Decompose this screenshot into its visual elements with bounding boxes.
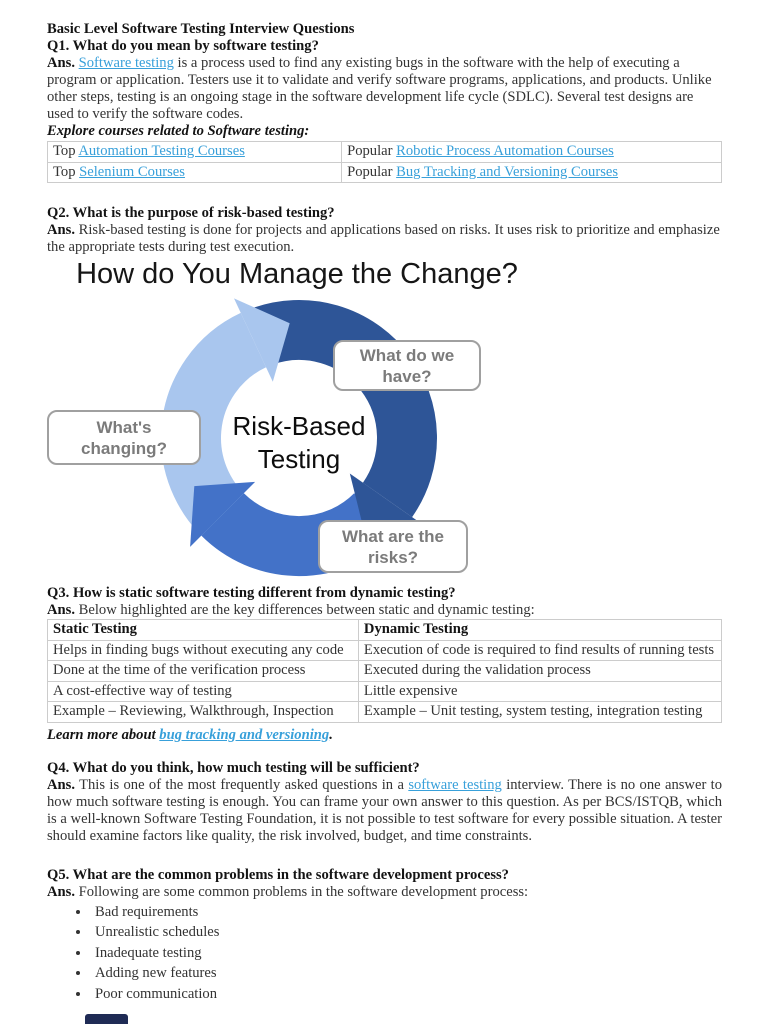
course-prefix: Top <box>53 143 79 159</box>
rpa-courses-link[interactable]: Robotic Process Automation Courses <box>396 143 614 159</box>
q4-answer-text-1: This is one of the most frequently asked… <box>74 776 409 793</box>
courses-table: Top Automation Testing Courses Popular R… <box>46 141 722 183</box>
table-header-row: Static Testing Dynamic Testing <box>47 619 723 641</box>
learn-more-line: Learn more about bug tracking and versio… <box>47 727 722 744</box>
course-prefix: Popular <box>347 163 397 180</box>
diagram-center-label: Risk-Based Testing <box>199 410 399 476</box>
list-item: Adding new features <box>91 963 722 984</box>
q2-answer-text: Risk-based testing is done for projects … <box>47 222 720 255</box>
table-cell: Little expensive <box>357 680 723 702</box>
ans-label: Ans. <box>47 602 75 618</box>
table-row: Top Selenium Courses Popular Bug Trackin… <box>46 161 722 183</box>
table-row: A cost-effective way of testing Little e… <box>47 680 723 702</box>
course-cell: Top Automation Testing Courses <box>46 141 343 163</box>
q2-heading: Q2. What is the purpose of risk-based te… <box>47 205 335 221</box>
q2-answer: Ans. Risk-based testing is done for proj… <box>47 222 722 256</box>
q3-answer: Ans. Below highlighted are the key diffe… <box>47 602 722 619</box>
table-cell: Helps in finding bugs without executing … <box>47 639 359 661</box>
table-row: Example – Reviewing, Walkthrough, Inspec… <box>47 701 723 723</box>
table-row: Done at the time of the verification pro… <box>47 660 723 682</box>
course-cell: Top Selenium Courses <box>46 161 343 183</box>
common-problems-list: Bad requirements Unrealistic schedules I… <box>47 902 722 1005</box>
table-row: Top Automation Testing Courses Popular R… <box>46 141 722 163</box>
software-testing-link[interactable]: software testing <box>408 776 502 793</box>
learn-more-text: Learn more about <box>47 726 160 743</box>
list-item: Bad requirements <box>91 902 722 923</box>
course-prefix: Popular <box>347 143 397 159</box>
course-cell: Popular Bug Tracking and Versioning Cour… <box>341 161 722 183</box>
ans-label: Ans. <box>47 55 75 71</box>
center-label-line1: Risk-Based <box>232 411 366 441</box>
course-cell: Popular Robotic Process Automation Cours… <box>341 141 722 163</box>
explore-courses-line: Explore courses related to Software test… <box>47 123 310 139</box>
q5-answer: Ans. Following are some common problems … <box>47 884 722 901</box>
callout-what-do-we-have: What do we have? <box>333 340 481 391</box>
q3-heading: Q3. How is static software testing diffe… <box>47 585 456 601</box>
table-cell: Example – Unit testing, system testing, … <box>357 701 723 723</box>
dark-arrow-head <box>349 473 426 533</box>
column-header: Dynamic Testing <box>357 619 723 641</box>
q4-answer: Ans. This is one of the most frequently … <box>47 777 722 845</box>
table-cell: Done at the time of the verification pro… <box>47 660 359 682</box>
table-cell: A cost-effective way of testing <box>47 680 359 702</box>
q4-heading: Q4. What do you think, how much testing … <box>47 759 420 776</box>
ans-label: Ans. <box>47 776 75 793</box>
table-row: Helps in finding bugs without executing … <box>47 639 723 661</box>
table-cell: Execution of code is required to find re… <box>357 639 723 661</box>
q5-heading: Q5. What are the common problems in the … <box>47 866 509 883</box>
footer-badge[interactable] <box>85 1014 128 1024</box>
doc-title: Basic Level Software Testing Interview Q… <box>47 21 355 37</box>
q4-answer-text-2: interview. There is no one answer to how… <box>47 776 723 844</box>
table-cell: Example – Reviewing, Walkthrough, Inspec… <box>47 701 359 723</box>
ans-label: Ans. <box>47 222 75 238</box>
q1-answer: Ans. Software testing is a process used … <box>47 55 722 123</box>
software-testing-link[interactable]: Software testing <box>78 55 174 71</box>
callout-what-are-the-risks: What are the risks? <box>318 520 468 573</box>
bug-tracking-courses-link[interactable]: Bug Tracking and Versioning Courses <box>396 163 619 180</box>
light-arrow-head <box>234 298 290 382</box>
center-label-line2: Testing <box>257 444 341 474</box>
static-dynamic-table: Static Testing Dynamic Testing Helps in … <box>47 619 723 723</box>
selenium-courses-link[interactable]: Selenium Courses <box>79 163 185 180</box>
column-header: Static Testing <box>47 619 359 641</box>
table-cell: Executed during the validation process <box>357 660 723 682</box>
risk-based-testing-diagram: How do You Manage the Change? Risk-Based… <box>47 258 722 585</box>
automation-testing-courses-link[interactable]: Automation Testing Courses <box>78 143 245 159</box>
q3-answer-text: Below highlighted are the key difference… <box>74 602 535 618</box>
mid-arrow-head <box>190 481 256 547</box>
diagram-title: How do You Manage the Change? <box>76 258 518 290</box>
q1-answer-text: is a process used to find any existing b… <box>47 55 712 122</box>
list-item: Inadequate testing <box>91 943 722 964</box>
course-prefix: Top <box>53 163 80 180</box>
q5-answer-text: Following are some common problems in th… <box>74 883 529 900</box>
callout-whats-changing: What's changing? <box>47 410 201 465</box>
list-item: Poor communication <box>91 984 722 1005</box>
list-item: Unrealistic schedules <box>91 922 722 943</box>
q1-heading: Q1. What do you mean by software testing… <box>47 38 319 54</box>
bug-tracking-versioning-link[interactable]: bug tracking and versioning <box>159 726 330 743</box>
ans-label: Ans. <box>47 883 75 900</box>
learn-more-period: . <box>329 726 333 743</box>
